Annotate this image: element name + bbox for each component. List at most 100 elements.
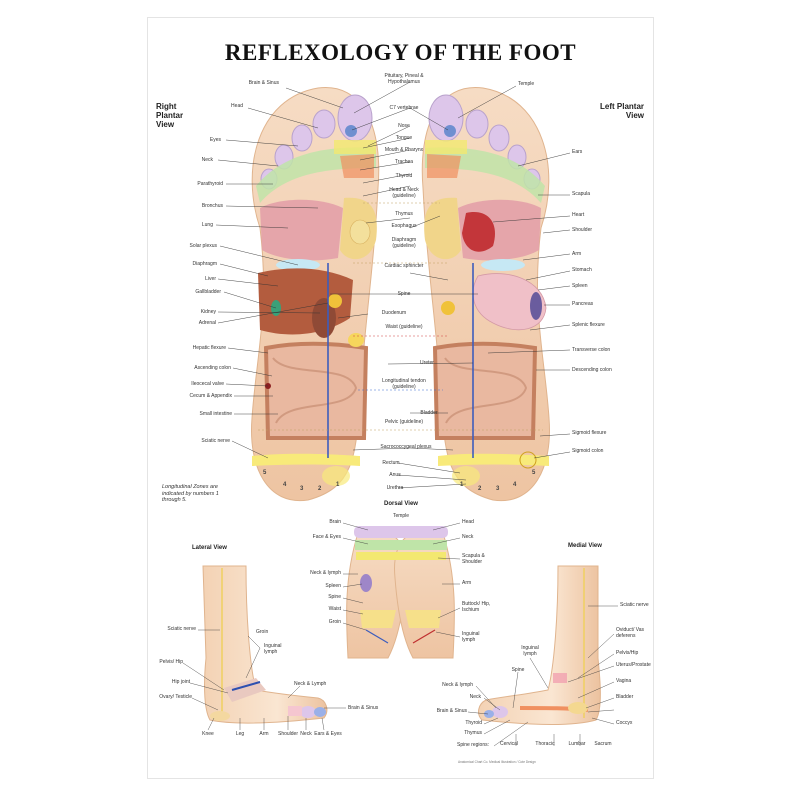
zone-number: 3 [496, 486, 499, 492]
medial-label-neck-lymph: Neck & lymph [442, 683, 473, 689]
label-descending-colon: Descending colon [572, 368, 612, 374]
dorsal-label-face-eyes: Face & Eyes [313, 535, 341, 541]
medial-label-neck: Neck [470, 695, 481, 701]
dorsal-label-neck: Neck [462, 535, 473, 541]
dorsal-label-inguinal-lymph: Inguinal lymph [462, 632, 488, 643]
label-sacrococcygeal-plexus: Sacrococcygeal plexus [366, 445, 446, 451]
zone-number: 4 [513, 482, 516, 488]
label-brain-sinus: Brain & Sinus [249, 81, 279, 87]
label-thymus: Thymus [374, 212, 434, 218]
dorsal-label-arm: Arm [462, 581, 471, 587]
label-anus: Anus [380, 473, 410, 479]
zone-number: 3 [300, 486, 303, 492]
label-bladder: Bladder [414, 411, 444, 417]
label-spine: Spine [374, 292, 434, 298]
label-kidney: Kidney [201, 310, 216, 316]
label-bronchus: Bronchus [202, 204, 223, 210]
label-parathyroid: Parathyroid [197, 182, 223, 188]
label-sigmoid-flexure: Sigmoid flexure [572, 431, 606, 437]
label-arm: Arm [572, 252, 581, 258]
lateral-label-inguinal-lymph: Inguinal lymph [264, 644, 286, 655]
medial-label-spine: Spine [508, 668, 528, 674]
dorsal-label-head: Head [462, 520, 474, 526]
reflexology-poster: REFLEXOLOGY OF THE FOOT Right Plantar Vi… [148, 18, 653, 778]
lateral-label-knee: Knee [196, 732, 220, 738]
zone-number: 1 [460, 482, 463, 488]
label-spleen: Spleen [572, 284, 588, 290]
dorsal-label-scapula-shoulder: Scapula & Shoulder [462, 554, 488, 565]
lateral-view-title: Lateral View [192, 544, 227, 553]
label-head: Head [231, 104, 243, 110]
label-nose: Nose [374, 124, 434, 130]
label-stomach: Stomach [572, 268, 592, 274]
dorsal-label-spleen: Spleen [325, 584, 341, 590]
label-ears: Ears [572, 150, 582, 156]
label-tongue: Tongue [374, 136, 434, 142]
label-heart: Heart [572, 213, 584, 219]
dorsal-feet [347, 526, 455, 658]
label-hepatic-flexure: Hepatic flexure [193, 346, 226, 352]
zone-number: 5 [532, 470, 535, 476]
poster-title: REFLEXOLOGY OF THE FOOT [148, 40, 653, 66]
medial-label-bladder: Bladder [616, 695, 633, 701]
medial-label-sacrum: Sacrum [588, 742, 618, 748]
label-adrenal: Adrenal [199, 321, 216, 327]
label-splenic-flexure: Splenic flexure [572, 323, 605, 329]
medial-label-thymus: Thymus [464, 731, 482, 737]
lateral-label-groin: Groin [256, 630, 268, 636]
label-pancreas: Pancreas [572, 302, 593, 308]
label-temple: Temple [518, 82, 534, 88]
label-diaphragm-guideline: Diaphragm (guideline) [380, 238, 428, 249]
label-cardiac-sphincter: Cardiac sphincter [384, 264, 424, 270]
label-solar-plexus: Solar plexus [189, 244, 217, 250]
label-mouth-pharynx: Mouth & Pharynx [374, 148, 434, 154]
medial-label-brain-sinus: Brain & Sinus [437, 709, 467, 715]
label-small-intestine: Small intestine [199, 412, 232, 418]
zone-number: 2 [478, 486, 481, 492]
label-ascending-colon: Ascending colon [194, 366, 231, 372]
label-waist-guideline: Waist (guideline) [380, 325, 428, 331]
dorsal-label-temple: Temple [381, 514, 421, 520]
label-sciatic-nerve-plantar: Sciatic nerve [201, 439, 230, 445]
dorsal-label-brain: Brain [329, 520, 341, 526]
dorsal-label-waist: Waist [329, 607, 341, 613]
dorsal-label-buttock-hip: Buttock/ Hip, Ischium [462, 602, 496, 613]
label-urethra: Urethra [380, 486, 410, 492]
label-duodenum: Duodenum [364, 311, 424, 317]
label-transverse-colon: Transverse colon [572, 348, 610, 354]
medial-label-oviduct: Oviduct/ Vas deferens [616, 628, 648, 639]
medial-label-vagina: Vagina [616, 679, 631, 685]
label-shoulder: Shoulder [572, 228, 592, 234]
lateral-label-neck: Neck [296, 732, 316, 738]
medial-label-coccyx: Coccyx [616, 721, 632, 727]
label-trachea: Trachea [374, 160, 434, 166]
lateral-label-neck-lymph: Neck & Lymph [294, 682, 326, 688]
label-scapula: Scapula [572, 192, 590, 198]
zone-number: 1 [336, 482, 339, 488]
label-ureter: Ureter [412, 361, 442, 367]
lateral-label-ovary-testicle: Ovary/ Testicle [159, 695, 192, 701]
lateral-label-brain-sinus: Brain & Sinus [348, 706, 378, 712]
label-c7-vertebrae: C7 vertebrae [374, 106, 434, 112]
left-plantar-view-title: Left Plantar View [600, 102, 644, 120]
label-eyes: Eyes [210, 138, 221, 144]
medial-label-thoracic: Thoracic [530, 742, 560, 748]
label-lung: Lung [202, 223, 213, 229]
zone-number: 5 [263, 470, 266, 476]
dorsal-label-groin: Groin [329, 620, 341, 626]
dorsal-view-title: Dorsal View [371, 500, 431, 509]
label-cecum-appendix: Cecum & Appendix [189, 394, 232, 400]
label-gallbladder: Gallbladder [195, 290, 221, 296]
publisher-credit: Anatomical Chart Co. Medical Illustratio… [458, 760, 536, 764]
lateral-label-pelvis-hip: Pelvis/ Hip [159, 660, 183, 666]
zone-number: 4 [283, 482, 286, 488]
label-pituitary: Pituitary, Pineal & Hypothalamus [374, 74, 434, 85]
lateral-label-leg: Leg [228, 732, 252, 738]
medial-label-inguinal-lymph: Inguinal lymph [518, 646, 542, 657]
lateral-label-ears-eyes: Ears & Eyes [314, 732, 342, 738]
label-liver: Liver [205, 277, 216, 283]
label-rectum: Rectum [376, 461, 406, 467]
label-esophagus: Esophagus [374, 224, 434, 230]
zone-number: 2 [318, 486, 321, 492]
medial-view-title: Medial View [568, 542, 602, 551]
